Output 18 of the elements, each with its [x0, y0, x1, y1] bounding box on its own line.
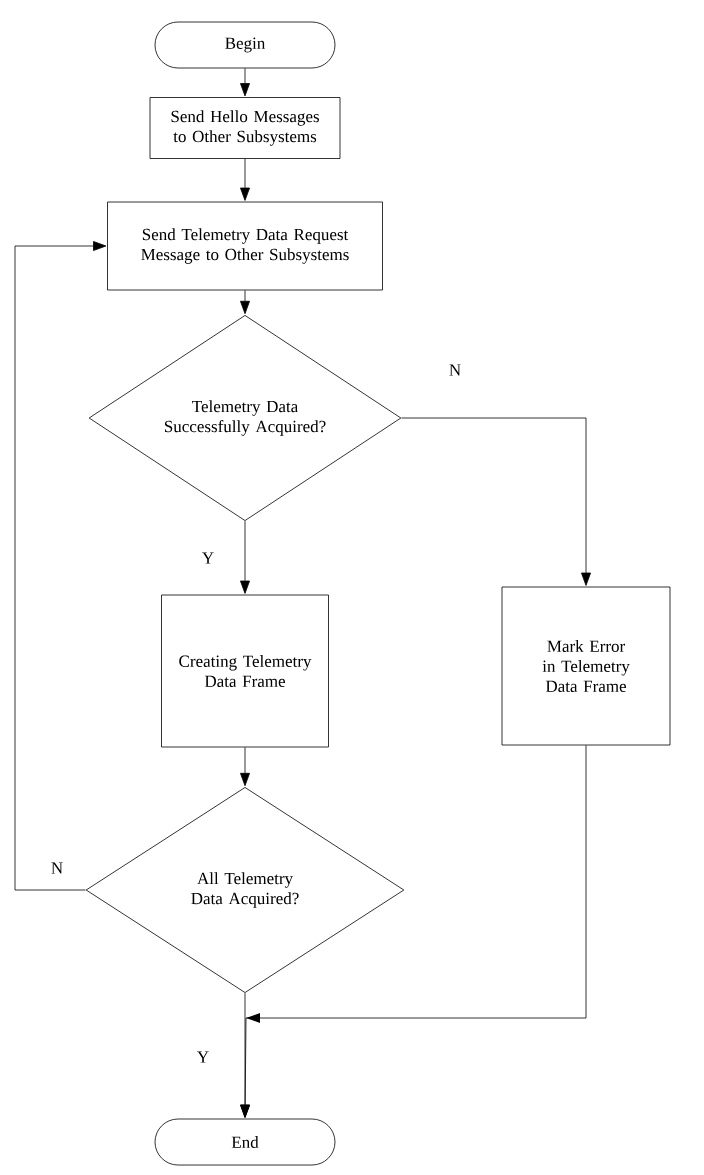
process-box: Send Telemetry Data Request Message to Other Subsystems	[107, 201, 383, 291]
arrow	[240, 747, 250, 787]
arrow	[240, 290, 250, 315]
arrow	[240, 520, 250, 594]
process-box: Creating Telemetry Data Frame	[161, 594, 329, 748]
arrow	[240, 68, 250, 97]
edge-label: Y	[200, 551, 216, 565]
arrow	[14, 241, 107, 891]
edge-label: N	[447, 363, 463, 377]
process-box: Send Hello Messages to Other Subsystems	[149, 97, 341, 159]
arrow	[240, 745, 587, 1118]
arrow	[401, 417, 591, 586]
end-terminal: End	[154, 1118, 336, 1166]
arrow	[240, 158, 250, 201]
begin-terminal: Begin	[154, 21, 336, 69]
edge-label: N	[49, 861, 65, 875]
process-box: Mark Error in Telemetry Data Frame	[501, 586, 671, 746]
edge-label: Y	[195, 1050, 211, 1064]
